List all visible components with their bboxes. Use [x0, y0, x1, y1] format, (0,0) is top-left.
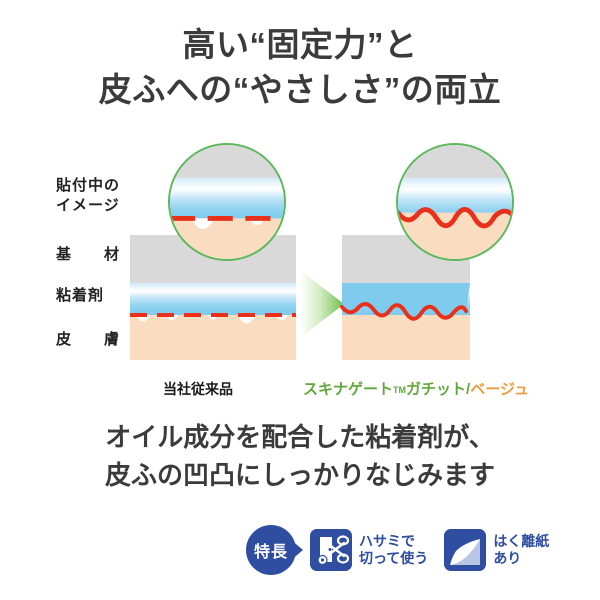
- scissors-icon: [310, 529, 352, 571]
- trademark-icon: TM: [393, 384, 407, 395]
- row-label-adhesive: 粘着剤: [56, 287, 105, 304]
- feature-item-scissors-label: ハサミで 切って使う: [359, 533, 428, 567]
- caption-product-name: ガチット/: [406, 381, 471, 398]
- row-label-application-image: 貼付中の イメージ: [56, 176, 120, 216]
- row-label-application-image-line2: イメージ: [56, 197, 120, 214]
- page-title: 高い“固定力”と 皮ふへの“やさしさ”の両立: [0, 22, 600, 112]
- layer-adhesive: [130, 283, 296, 315]
- feature-release-line-1: はく離紙: [493, 533, 550, 549]
- magnifier-conventional: [168, 143, 286, 261]
- feature-item-scissors: ハサミで 切って使う: [310, 529, 428, 571]
- sub-headline-line-2: 皮ふの凹凸にしっかりなじみます: [104, 460, 495, 490]
- row-label-application-image-line1: 貼付中の: [56, 177, 121, 194]
- feature-release-line-2: あり: [493, 550, 522, 566]
- sub-headline: オイル成分を配合した粘着剤が、 皮ふの凹凸にしっかりなじみます: [0, 418, 600, 494]
- layer-skin: [342, 315, 470, 360]
- magnifier-product: [396, 143, 514, 261]
- caption-product: スキナゲートTMガチット/ベージュ: [303, 378, 529, 399]
- speech-bubble-icon: [246, 525, 303, 575]
- caption-conventional: 当社従来品: [163, 381, 233, 397]
- caption-product-variant: ベージュ: [470, 381, 529, 398]
- feature-badge: 特長: [246, 523, 304, 577]
- sub-headline-line-1: オイル成分を配合した粘着剤が、: [105, 422, 495, 452]
- caption-product-brand: スキナゲート: [303, 381, 394, 398]
- row-label-base-material: 基 材: [56, 246, 129, 263]
- row-label-skin: 皮 膚: [56, 331, 129, 348]
- headline-line-1: 高い“固定力”と: [182, 26, 418, 63]
- right-arrow-icon: [298, 268, 346, 340]
- magnifier-conventional-content: [170, 145, 284, 259]
- feature-scissors-line-2: 切って使う: [359, 550, 429, 566]
- release-paper-icon: [444, 529, 487, 571]
- feature-scissors-line-1: ハサミで: [359, 533, 415, 549]
- feature-item-release-paper-label: はく離紙 あり: [493, 533, 549, 567]
- magnifier-product-content: [398, 145, 512, 259]
- layer-skin: [130, 315, 296, 360]
- feature-item-release-paper: はく離紙 あり: [444, 529, 549, 571]
- headline-line-2: 皮ふへの“やさしさ”の両立: [98, 71, 502, 108]
- contact-line-conventional: [130, 313, 296, 324]
- feature-strip: 特長 ハサミで 切って使う: [246, 522, 549, 578]
- contact-line-product: [340, 283, 470, 321]
- feature-badge-label: 特長: [253, 544, 288, 561]
